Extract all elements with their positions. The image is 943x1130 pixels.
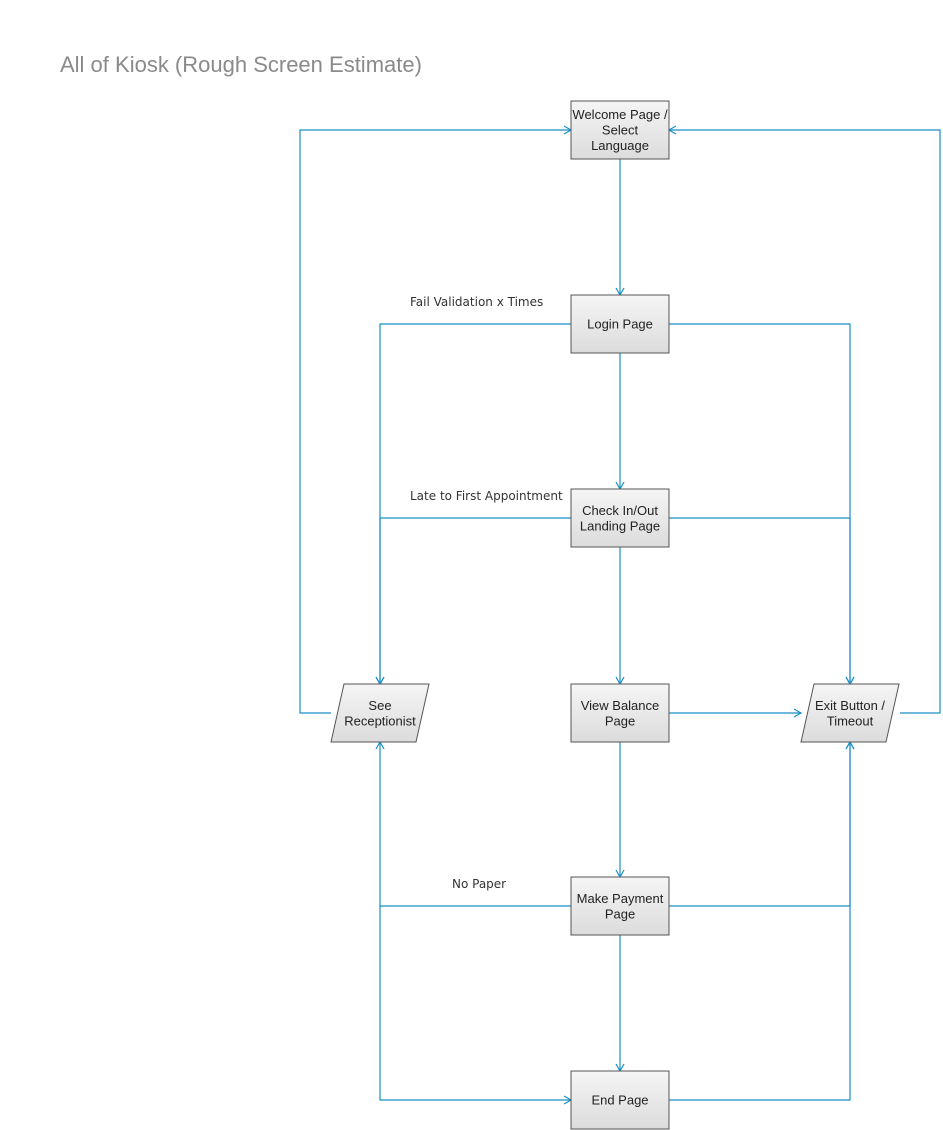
edge-payment-to-exit — [669, 740, 855, 907]
edge-end-to-exit — [669, 740, 855, 1101]
diagram-title: All of Kiosk (Rough Screen Estimate) — [60, 52, 422, 77]
edge-line — [379, 517, 571, 684]
node-shape — [570, 488, 670, 548]
edge-label: Late to First Appointment — [410, 489, 563, 503]
node-shape — [570, 294, 670, 354]
edge-login-to-checkin — [615, 353, 625, 491]
node-label: Receptionist — [344, 713, 416, 728]
node-login: Login Page — [570, 294, 670, 354]
node-shape — [570, 100, 670, 160]
node-label: See — [368, 698, 391, 713]
node-shape — [570, 876, 670, 936]
node-label: Timeout — [827, 713, 874, 728]
node-shape — [570, 683, 670, 743]
node-exit: Exit Button /Timeout — [800, 683, 900, 743]
edge-line — [379, 906, 571, 1101]
node-label: End Page — [591, 1093, 648, 1108]
node-label: Make Payment — [577, 891, 664, 906]
node-label: Check In/Out — [582, 503, 658, 518]
edge-payment-to-end — [615, 935, 625, 1073]
edge-payment-to-end — [379, 906, 573, 1105]
edge-line — [299, 129, 571, 714]
edge-line — [669, 129, 941, 714]
edge-line — [379, 323, 571, 684]
node-label: Page — [605, 906, 635, 921]
edge-label: No Paper — [452, 877, 506, 891]
node-label: Page — [605, 713, 635, 728]
node-shape — [800, 683, 900, 743]
edge-line — [669, 742, 851, 1101]
edge-balance-to-payment — [615, 742, 625, 879]
edge-line — [669, 323, 851, 684]
edge-login-to-receptionist — [375, 323, 571, 686]
arrowhead — [793, 708, 803, 718]
node-label: Exit Button / — [815, 698, 885, 713]
edge-welcome-to-login — [615, 159, 625, 297]
node-shape — [330, 683, 430, 743]
node-label: Login Page — [587, 317, 653, 332]
node-label: Welcome Page / — [572, 107, 668, 122]
edge-receptionist-to-welcome — [299, 125, 573, 714]
node-shape — [570, 1070, 670, 1130]
edge-checkin-to-balance — [615, 547, 625, 686]
edge-login-to-exit — [669, 323, 855, 686]
node-label: Landing Page — [580, 518, 660, 533]
edge-label: Fail Validation x Times — [410, 295, 543, 309]
edge-balance-to-exit — [669, 708, 803, 718]
edge-checkin-to-exit — [669, 517, 855, 686]
node-end: End Page — [570, 1070, 670, 1130]
edge-checkin-to-receptionist — [375, 517, 571, 686]
edge-line — [669, 742, 851, 907]
edge-line — [669, 517, 851, 684]
node-label: View Balance — [581, 698, 660, 713]
node-label: Language — [591, 138, 649, 153]
edge-exit-to-welcome — [667, 125, 941, 714]
node-label: Select — [602, 123, 639, 138]
